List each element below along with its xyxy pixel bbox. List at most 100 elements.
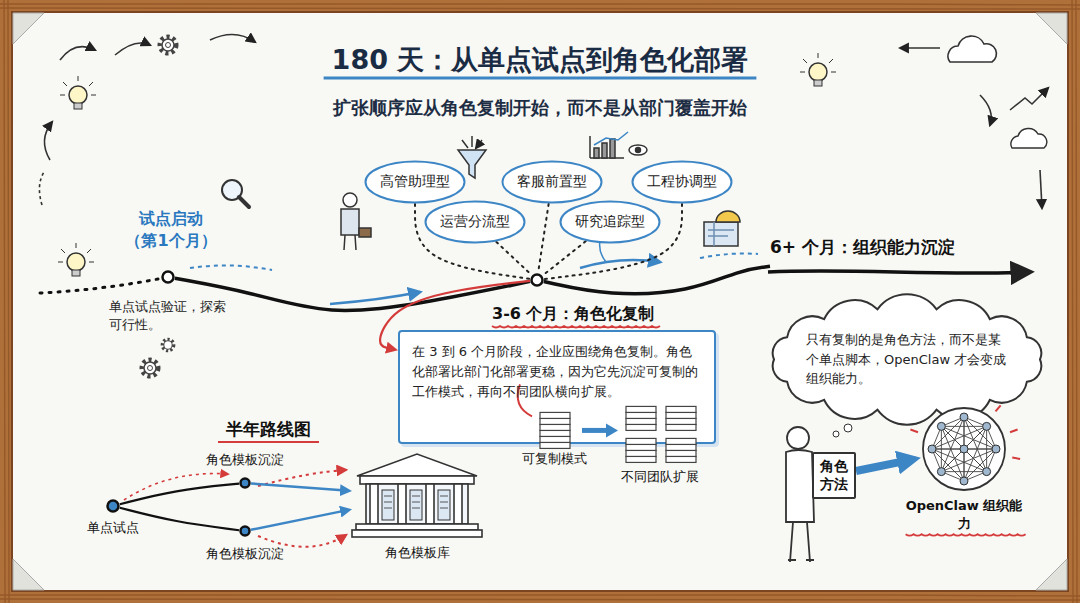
decor-path: [258, 535, 346, 547]
decor-circle: [983, 468, 991, 476]
decor-line: [964, 417, 965, 449]
decor-rect: [666, 438, 696, 444]
decor-path: [13, 13, 44, 44]
note-label: 可复制模式: [522, 450, 587, 468]
decor-circle: [937, 422, 945, 430]
decor-path: [8, 0, 9, 603]
underline: [906, 534, 1026, 536]
decor-ellipse: [366, 162, 465, 203]
decor-line: [964, 449, 996, 481]
decor-rect: [359, 228, 371, 237]
note-label: 扩张顺序应从角色复制开始，而不是从部门覆盖开始: [333, 96, 747, 120]
decor-path: [773, 294, 1042, 424]
decor-line: [932, 449, 964, 450]
decor-path: [708, 222, 734, 246]
decor-path: [384, 496, 392, 508]
decor-rect: [602, 143, 607, 158]
role-sign: 角色 方法: [812, 452, 856, 499]
decor-path: [1076, 0, 1077, 603]
decor-rect: [540, 436, 570, 442]
role-bubble: 工程协调型: [631, 160, 733, 204]
network-icon: OpenClaw 组织能力: [920, 405, 1008, 493]
decor-path: [0, 595, 1080, 596]
decor-circle: [343, 193, 357, 207]
decor-ellipse: [503, 162, 602, 203]
decor-line: [932, 417, 964, 449]
decor-line: [964, 417, 996, 449]
decor-g: [60, 76, 96, 109]
decor-rect: [356, 524, 478, 530]
decor-path: [980, 95, 991, 125]
decor-rect: [438, 490, 450, 520]
connector: [496, 242, 532, 275]
decor-rect: [626, 438, 656, 444]
decor-circle: [636, 148, 641, 153]
decor-g: [923, 408, 1005, 490]
decor-path: [239, 197, 249, 207]
node-text: 研究追踪型: [575, 212, 645, 232]
decor-line: [932, 449, 964, 481]
decor-line: [941, 426, 964, 449]
decor-circle: [108, 501, 119, 512]
node-outline: [239, 477, 251, 489]
decor-path: [582, 428, 608, 433]
node-text: 单点试点: [76, 519, 150, 537]
decor-path: [1010, 88, 1048, 110]
node-text: 角色模板沉淀: [189, 451, 301, 469]
decor-g: [786, 427, 814, 562]
decor-line: [964, 426, 987, 449]
decor-g: [160, 37, 176, 53]
decor-rect: [626, 424, 656, 430]
connector: [251, 511, 343, 530]
decor-line: [964, 449, 987, 472]
decor-path: [357, 454, 477, 476]
decor-circle: [241, 527, 250, 536]
decor-rect: [370, 484, 378, 524]
decor-path: [39, 172, 44, 205]
decor-rect: [666, 444, 696, 450]
decor-path: [606, 423, 618, 437]
decor-rect: [74, 103, 82, 109]
decor-path: [58, 243, 94, 262]
connector: [251, 483, 342, 490]
connector: [544, 266, 770, 293]
thought-cloud: 只有复制的是角色方法，而不是某个单点脚本，OpenClaw 才会变成组织能力。: [762, 296, 1052, 423]
decor-rect: [426, 484, 434, 524]
decor-line: [964, 449, 965, 481]
note-label: 半年路线图: [226, 418, 311, 441]
connector: [120, 484, 239, 505]
decor-rect: [398, 484, 406, 524]
decor-path: [800, 53, 836, 72]
decor-path: [412, 496, 420, 508]
node-outline: [920, 405, 1008, 493]
decor-path: [790, 522, 810, 562]
decor-path: [210, 34, 255, 42]
decor-path: [330, 292, 420, 304]
decor-line: [908, 458, 916, 459]
decor-circle: [960, 445, 968, 453]
node-text: 高管助理型: [380, 172, 450, 192]
decor-path: [0, 599, 1080, 600]
decor-circle: [787, 427, 809, 449]
decor-rect: [360, 476, 474, 484]
decor-path: [0, 8, 1080, 9]
decor-g: [142, 360, 158, 376]
decor-line: [986, 426, 987, 471]
decor-g: [222, 180, 249, 207]
decor-rect: [454, 484, 462, 524]
milestone-dot: 角色模板沉淀: [239, 525, 251, 537]
decor-line: [941, 449, 964, 472]
decor-path: [40, 279, 158, 293]
node-text: 在 3 到 6 个月阶段，企业应围绕角色复制。角色化部署比部门化部署更稳，因为它…: [412, 342, 702, 402]
decor-line: [1010, 430, 1018, 433]
decor-path: [4, 0, 5, 603]
decor-circle: [162, 339, 173, 350]
role-bubble: 客服前置型: [501, 160, 603, 204]
decor-path: [60, 47, 95, 60]
decor-circle: [67, 253, 85, 271]
decor-circle: [532, 275, 543, 286]
decor-rect: [352, 530, 482, 537]
decor-rect: [72, 270, 80, 276]
decor-circle: [164, 341, 172, 349]
